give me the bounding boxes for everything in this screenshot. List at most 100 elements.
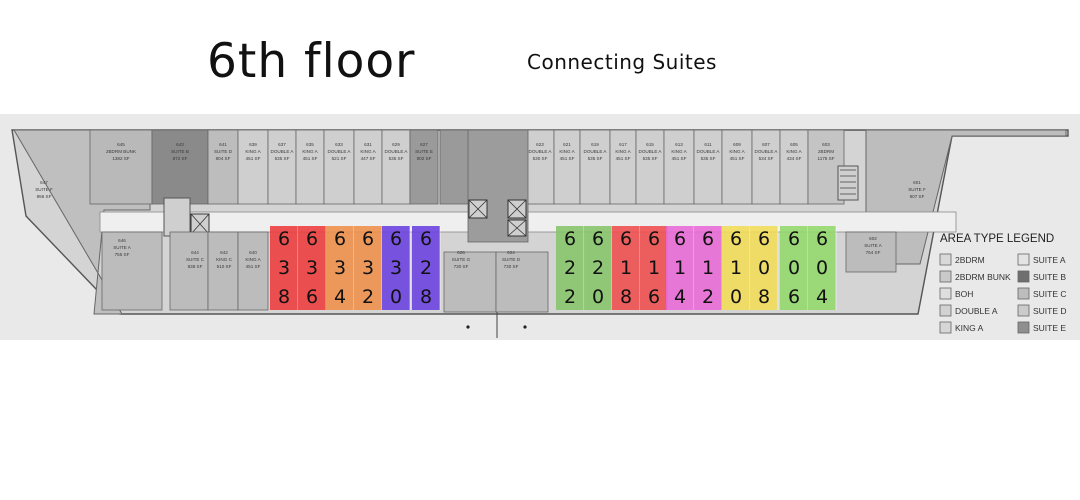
legend-label: BOH [955,289,973,299]
room-type: SUITE E [415,149,433,154]
room-type: KING A [559,149,575,154]
suite-block[interactable]: 634 [326,226,355,310]
side-room-area [101,231,163,311]
suite-digit: 0 [730,286,742,308]
side-room-area [237,231,269,311]
legend-swatch [1017,304,1030,317]
room-area: 764 SF [866,250,881,255]
room-area: 510 SF [217,264,232,269]
suite-block[interactable]: 618 [612,226,641,310]
door-marker [466,325,470,329]
room-number: 615 [646,142,654,147]
suite-digit: 1 [702,257,714,279]
suite-block[interactable]: 610 [722,226,751,310]
room-type: DOUBLE A [639,149,663,154]
suite-block[interactable]: 622 [556,226,585,310]
legend-item: DOUBLE A [939,304,998,317]
suite-block[interactable]: 606 [780,226,809,310]
room-number: 601 [913,180,921,185]
suite-digit: 6 [788,286,800,308]
suite-digit: 8 [620,286,632,308]
suite-digit: 6 [420,228,432,250]
suite-digit: 6 [620,228,632,250]
suite-digit: 6 [674,228,686,250]
suite-block[interactable]: 608 [750,226,779,310]
suite-block[interactable]: 604 [808,226,837,310]
suite-digit: 6 [648,228,660,250]
room-area: 730 SF [454,264,469,269]
room-number: 645 [117,142,125,147]
room-area: 451 SF [616,156,631,161]
room-type: KING A [360,149,376,154]
room-type: SUITE D [502,257,521,262]
suite-block[interactable]: 614 [666,226,695,310]
suite-digit: 0 [390,286,402,308]
suite-block[interactable]: 630 [382,226,411,310]
room-number: 640 [249,250,257,255]
side-room-area [495,251,549,313]
room-area: 521 SF [332,156,347,161]
room-number: 607 [762,142,770,147]
suite-block[interactable]: 620 [584,226,613,310]
room-area: 804 SF [216,156,231,161]
legend-label: DOUBLE A [955,306,998,316]
room-type: KING A [302,149,318,154]
room-area: 451 SF [672,156,687,161]
room-type: KING C [216,257,233,262]
room-area: 902 SF [417,156,432,161]
side-room-area [845,231,897,273]
suite-block[interactable]: 616 [640,226,669,310]
suite-block[interactable]: 612 [694,226,723,310]
room-type: SUITE C [186,257,205,262]
room-type: DOUBLE A [385,149,409,154]
room-number: 609 [733,142,741,147]
legend-label: 2BDRM BUNK [955,272,1011,282]
room-area: 451 SF [560,156,575,161]
legend-swatch [939,270,952,283]
legend-label: SUITE D [1033,306,1067,316]
suite-block[interactable]: 628 [412,226,441,310]
legend-item: SUITE D [1017,304,1067,317]
room-area: 535 SF [588,156,603,161]
page-subtitle: Connecting Suites [527,50,717,74]
suite-block[interactable]: 638 [270,226,299,310]
stair-left [163,197,210,237]
legend-title: AREA TYPE LEGEND [940,233,1054,245]
room-number: 605 [790,142,798,147]
room-number: 646 [118,238,126,243]
room-area: 434 SF [787,156,802,161]
room-type: SUITE A [864,243,883,248]
suite-digit: 0 [758,257,770,279]
room-type: SUITE F [908,187,926,192]
room-number: 621 [563,142,571,147]
room-area: 535 SF [389,156,404,161]
room-number: 626 [457,250,465,255]
legend-item: 2BDRM [939,253,985,266]
legend-item: SUITE E [1017,321,1066,334]
suite-digit: 2 [564,257,576,279]
stair-right [837,165,859,201]
room-area: 535 SF [701,156,716,161]
suite-digit: 3 [334,257,346,279]
suite-block[interactable]: 636 [298,226,327,310]
legend-swatch [939,321,952,334]
suite-digit: 2 [702,286,714,308]
room-number: 641 [219,142,227,147]
suite-block[interactable]: 632 [354,226,383,310]
